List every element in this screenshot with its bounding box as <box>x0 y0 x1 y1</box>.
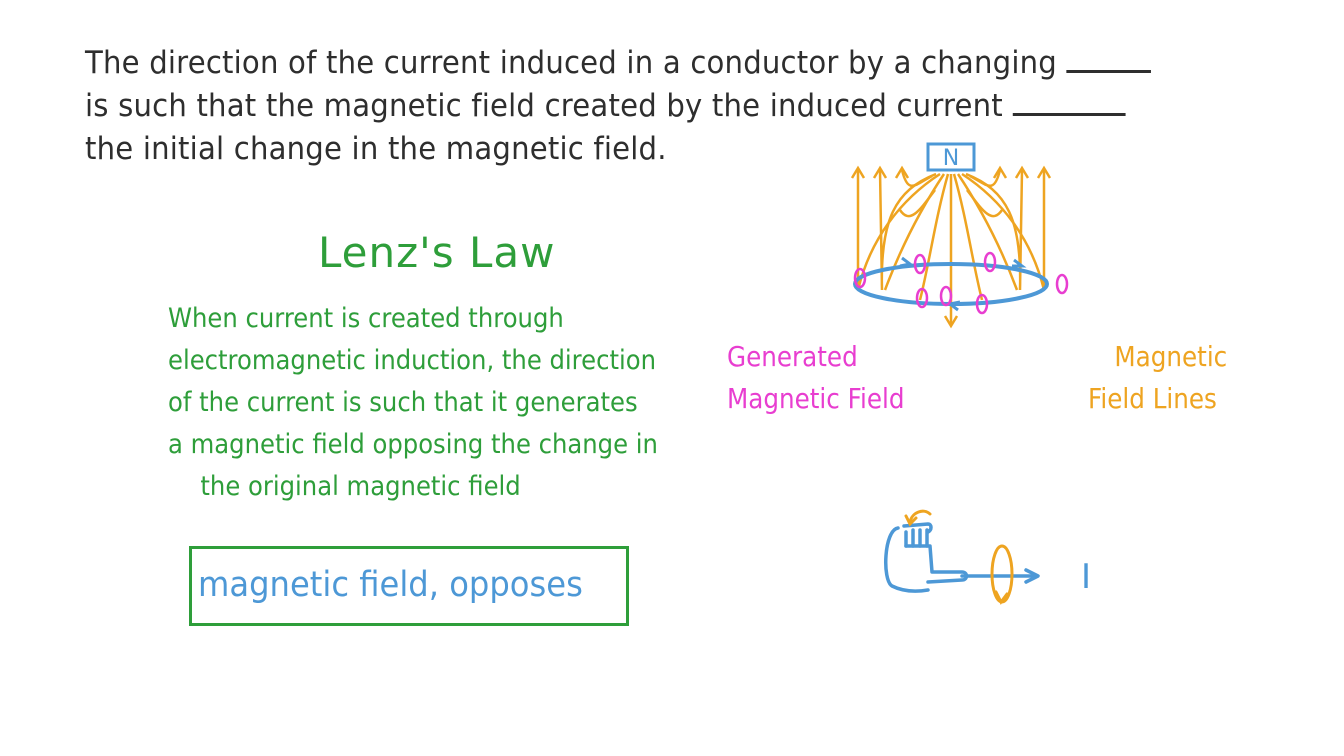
magnet-coil-diagram: N <box>850 142 1069 329</box>
current-label: I <box>1081 557 1091 597</box>
field-lines <box>856 169 1046 325</box>
law-line: the original magnetic field <box>200 471 521 502</box>
generated-field-label: Generated Magnetic Field <box>727 340 905 415</box>
law-line: of the current is such that it generates <box>168 387 638 418</box>
law-line: When current is created through <box>168 303 564 334</box>
magnet-pole-label: N <box>943 146 959 171</box>
question-line-3: the initial change in the magnetic field… <box>85 131 667 167</box>
law-title: Lenz's Law <box>318 228 556 277</box>
law-line: a magnetic field opposing the change in <box>168 429 658 460</box>
field-arrowheads <box>850 165 1052 329</box>
answer-text: magnetic field, opposes <box>198 565 583 605</box>
law-line: electromagnetic induction, the direction <box>168 345 656 376</box>
hand-icon <box>884 522 1040 593</box>
field-lines-label: Magnetic Field Lines <box>1088 340 1228 415</box>
right-hand-rule-diagram: I <box>884 509 1091 605</box>
answer-box: magnetic field, opposes <box>189 546 629 626</box>
curl-arrows <box>904 509 1014 605</box>
current-arrows <box>899 256 1027 312</box>
law-statement: When current is created through electrom… <box>168 298 672 508</box>
generated-field-loops <box>853 251 1069 315</box>
bar-magnet <box>926 142 976 172</box>
question-line-2: is such that the magnetic field created … <box>85 85 1213 128</box>
answer-blank-2 <box>1012 93 1126 116</box>
question-line-1: The direction of the current induced in … <box>85 42 1213 85</box>
question-text: The direction of the current induced in … <box>85 42 1213 171</box>
answer-blank-1 <box>1066 50 1152 73</box>
